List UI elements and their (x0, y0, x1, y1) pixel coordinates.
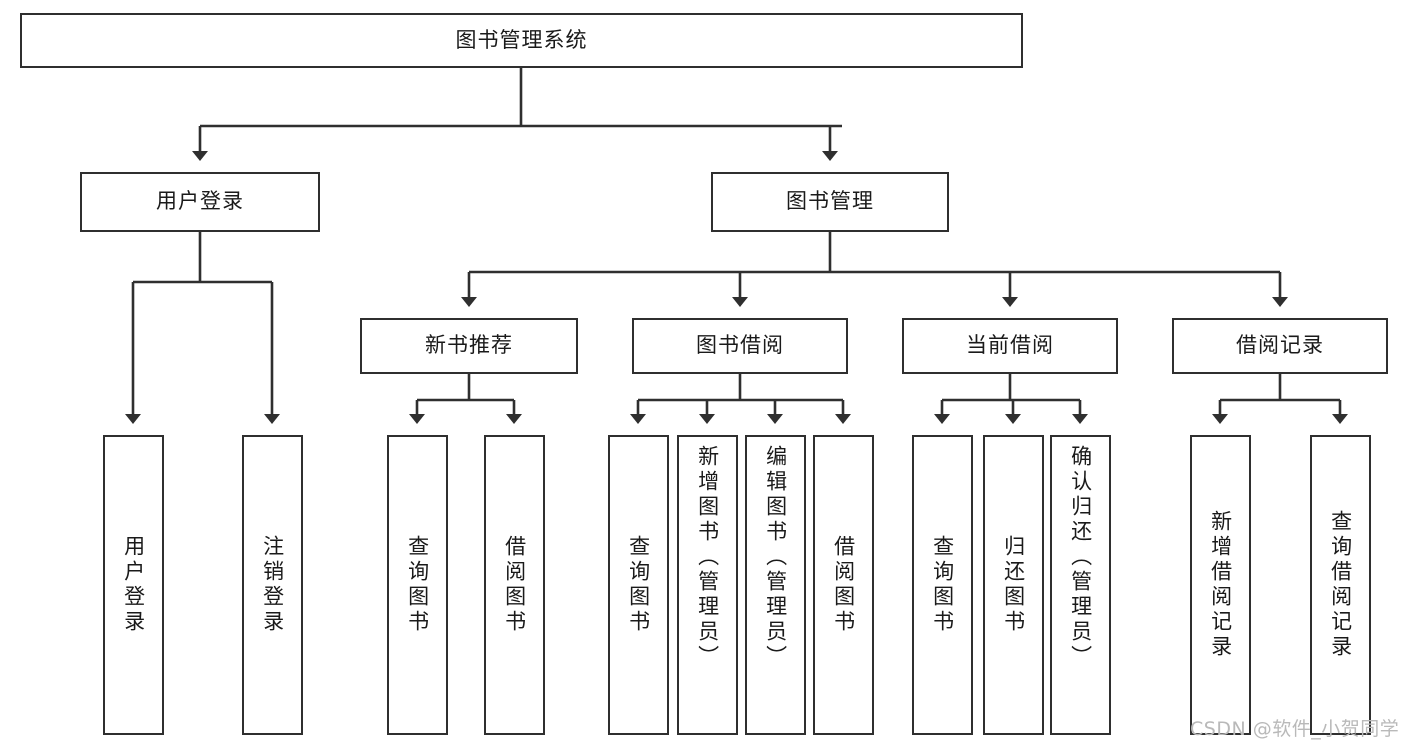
node-leaf-user-login-label: 用户登录 (121, 535, 146, 635)
node-leaf-borrow-book-2-label: 借阅图书 (831, 535, 856, 635)
node-leaf-query-book-3-label: 查询图书 (930, 535, 955, 635)
node-leaf-confirm-return-admin-label: 确认归还（管理员） (1068, 445, 1093, 670)
node-leaf-add-book-admin-label: 新增图书（管理员） (695, 445, 720, 670)
node-leaf-confirm-return-admin[interactable]: 确认归还（管理员） (1050, 435, 1111, 735)
node-leaf-query-book-1[interactable]: 查询图书 (387, 435, 448, 735)
node-leaf-edit-book-admin-label: 编辑图书（管理员） (763, 445, 788, 670)
node-root-label: 图书管理系统 (455, 27, 588, 52)
node-leaf-borrow-book-2[interactable]: 借阅图书 (813, 435, 874, 735)
node-leaf-query-book-1-label: 查询图书 (405, 535, 430, 635)
node-leaf-query-book-2[interactable]: 查询图书 (608, 435, 669, 735)
node-book-manage[interactable]: 图书管理 (711, 172, 949, 232)
node-leaf-return-book[interactable]: 归还图书 (983, 435, 1044, 735)
node-borrow-record[interactable]: 借阅记录 (1172, 318, 1388, 374)
node-book-manage-label: 图书管理 (786, 189, 874, 214)
node-leaf-borrow-book-1-label: 借阅图书 (502, 535, 527, 635)
csdn-watermark: CSDN @软件_小贺同学 (1190, 718, 1400, 740)
node-new-book-recommend-label: 新书推荐 (425, 333, 513, 358)
node-leaf-add-borrow-record-label: 新增借阅记录 (1208, 510, 1233, 660)
node-leaf-add-borrow-record[interactable]: 新增借阅记录 (1190, 435, 1251, 735)
node-leaf-return-book-label: 归还图书 (1001, 535, 1026, 635)
node-leaf-user-login[interactable]: 用户登录 (103, 435, 164, 735)
node-new-book-recommend[interactable]: 新书推荐 (360, 318, 578, 374)
node-user-login-label: 用户登录 (156, 189, 244, 214)
node-current-borrow[interactable]: 当前借阅 (902, 318, 1118, 374)
node-leaf-borrow-book-1[interactable]: 借阅图书 (484, 435, 545, 735)
node-leaf-logout-label: 注销登录 (260, 535, 285, 635)
node-user-login[interactable]: 用户登录 (80, 172, 320, 232)
node-leaf-add-book-admin[interactable]: 新增图书（管理员） (677, 435, 738, 735)
node-leaf-query-borrow-record-label: 查询借阅记录 (1328, 510, 1353, 660)
node-leaf-query-book-3[interactable]: 查询图书 (912, 435, 973, 735)
node-borrow-record-label: 借阅记录 (1236, 333, 1324, 358)
node-leaf-logout[interactable]: 注销登录 (242, 435, 303, 735)
node-leaf-edit-book-admin[interactable]: 编辑图书（管理员） (745, 435, 806, 735)
node-leaf-query-book-2-label: 查询图书 (626, 535, 651, 635)
node-book-borrow[interactable]: 图书借阅 (632, 318, 848, 374)
node-current-borrow-label: 当前借阅 (966, 333, 1054, 358)
node-book-borrow-label: 图书借阅 (696, 333, 784, 358)
node-root[interactable]: 图书管理系统 (20, 13, 1023, 68)
node-leaf-query-borrow-record[interactable]: 查询借阅记录 (1310, 435, 1371, 735)
